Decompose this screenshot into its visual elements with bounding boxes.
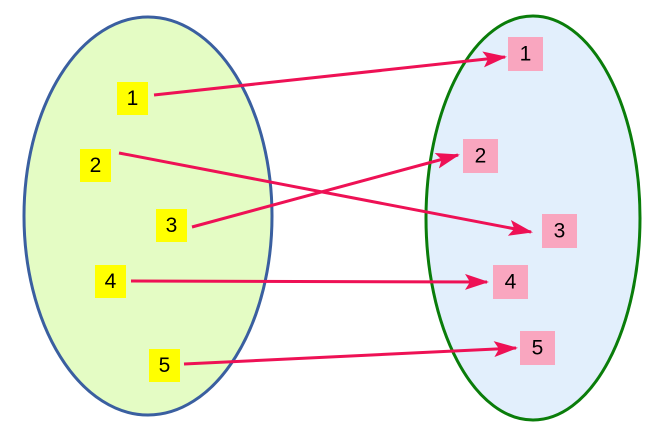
domain-label-box (95, 265, 126, 298)
domain-label-5: 5 (149, 349, 180, 382)
domain-label-3: 3 (156, 209, 187, 242)
domain-label-4: 4 (95, 265, 126, 298)
codomain-label-1: 1 (508, 37, 543, 71)
domain-label-box (156, 209, 187, 242)
domain-label-1: 1 (117, 82, 148, 115)
domain-label-text: 2 (90, 154, 102, 177)
codomain-label-5: 5 (520, 331, 555, 365)
codomain-set (424, 14, 642, 422)
codomain-label-text: 1 (520, 43, 532, 66)
codomain-label-4: 4 (493, 265, 528, 299)
codomain-label-2: 2 (463, 139, 498, 173)
codomain-label-box (520, 331, 555, 365)
domain-label-box (80, 149, 111, 182)
codomain-label-box (463, 139, 498, 173)
codomain-label-text: 4 (505, 271, 517, 294)
codomain-label-text: 5 (532, 337, 544, 360)
arrow-4-to-4 (130, 273, 489, 290)
codomain-label-text: 2 (475, 145, 487, 168)
domain-label-text: 1 (127, 87, 139, 110)
domain-label-text: 3 (166, 214, 178, 237)
arrow-3-to-2 (191, 153, 460, 229)
domain-label-box (149, 349, 180, 382)
codomain-label-box (508, 37, 543, 71)
domain-set (22, 15, 274, 417)
domain-label-2: 2 (80, 149, 111, 182)
arrow-group (118, 51, 533, 366)
codomain-label-box (493, 265, 528, 299)
arrow-5-to-5 (183, 341, 518, 366)
domain-label-text: 4 (105, 270, 117, 293)
domain-label-box (117, 82, 148, 115)
codomain-label-3: 3 (542, 214, 577, 248)
codomain-label-text: 3 (554, 220, 566, 243)
arrow-1-to-1 (153, 51, 507, 97)
domain-label-text: 5 (159, 354, 171, 377)
codomain-label-box (542, 214, 577, 248)
